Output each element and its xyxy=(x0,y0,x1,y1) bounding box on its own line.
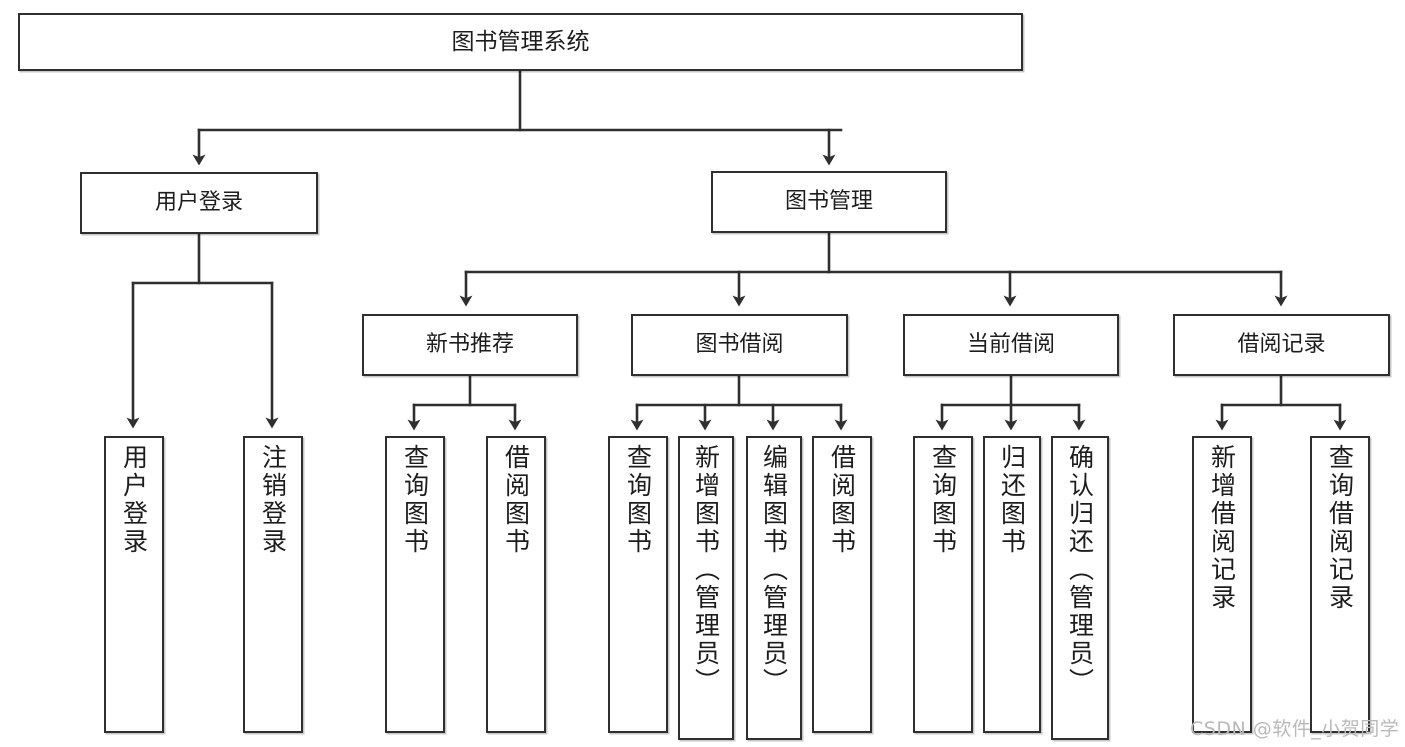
leaf-query-book-recommend[interactable]: 查询图书 xyxy=(385,436,445,733)
leaf-return-book[interactable]: 归还图书 xyxy=(983,436,1041,733)
leaf-edit-book-admin[interactable]: 编辑图书（管理员） xyxy=(746,436,802,740)
leaf-confirm-return-admin[interactable]: 确认归还（管理员） xyxy=(1051,436,1109,740)
leaf-add-borrow-record[interactable]: 新增借阅记录 xyxy=(1192,436,1252,733)
leaf-query-borrow-record[interactable]: 查询借阅记录 xyxy=(1310,436,1370,733)
node-label: 图书管理系统 xyxy=(451,28,590,55)
node-label: 查询图书 xyxy=(400,444,430,556)
node-label: 图书借阅 xyxy=(695,331,784,357)
node-label: 用户登录 xyxy=(119,444,149,556)
leaf-add-book-admin[interactable]: 新增图书（管理员） xyxy=(678,436,734,740)
leaf-query-book-current[interactable]: 查询图书 xyxy=(913,436,973,733)
csdn-watermark: CSDN @软件_小贺同学 xyxy=(1190,718,1400,740)
node-label: 借阅图书 xyxy=(501,444,531,556)
node-label: 新书推荐 xyxy=(425,331,514,357)
node-label: 新增图书（管理员） xyxy=(691,444,721,696)
node-label: 注销登录 xyxy=(258,444,288,556)
node-label: 查询图书 xyxy=(623,444,653,556)
node-new-book-recommend[interactable]: 新书推荐 xyxy=(362,314,578,376)
leaf-borrow-book-recommend[interactable]: 借阅图书 xyxy=(486,436,546,733)
node-label: 图书管理 xyxy=(784,188,873,214)
node-label: 用户登录 xyxy=(154,189,243,215)
leaf-user-logout[interactable]: 注销登录 xyxy=(243,436,303,733)
node-label: 编辑图书（管理员） xyxy=(759,444,789,696)
node-label: 查询借阅记录 xyxy=(1325,444,1355,612)
node-label: 归还图书 xyxy=(997,444,1027,556)
node-borrow-record[interactable]: 借阅记录 xyxy=(1173,314,1390,376)
node-label: 当前借阅 xyxy=(966,331,1055,357)
leaf-query-book-borrow[interactable]: 查询图书 xyxy=(608,436,668,733)
leaf-user-login[interactable]: 用户登录 xyxy=(104,436,164,733)
leaf-borrow-book[interactable]: 借阅图书 xyxy=(812,436,872,733)
node-label: 新增借阅记录 xyxy=(1207,444,1237,612)
node-user-login[interactable]: 用户登录 xyxy=(80,172,318,234)
node-book-borrow[interactable]: 图书借阅 xyxy=(631,314,848,376)
node-label: 查询图书 xyxy=(928,444,958,556)
node-current-borrow[interactable]: 当前借阅 xyxy=(903,314,1119,376)
node-root-system[interactable]: 图书管理系统 xyxy=(18,13,1023,71)
node-label: 确认归还（管理员） xyxy=(1065,444,1095,696)
node-label: 借阅记录 xyxy=(1237,331,1326,357)
node-book-management[interactable]: 图书管理 xyxy=(711,171,947,233)
node-label: 借阅图书 xyxy=(827,444,857,556)
